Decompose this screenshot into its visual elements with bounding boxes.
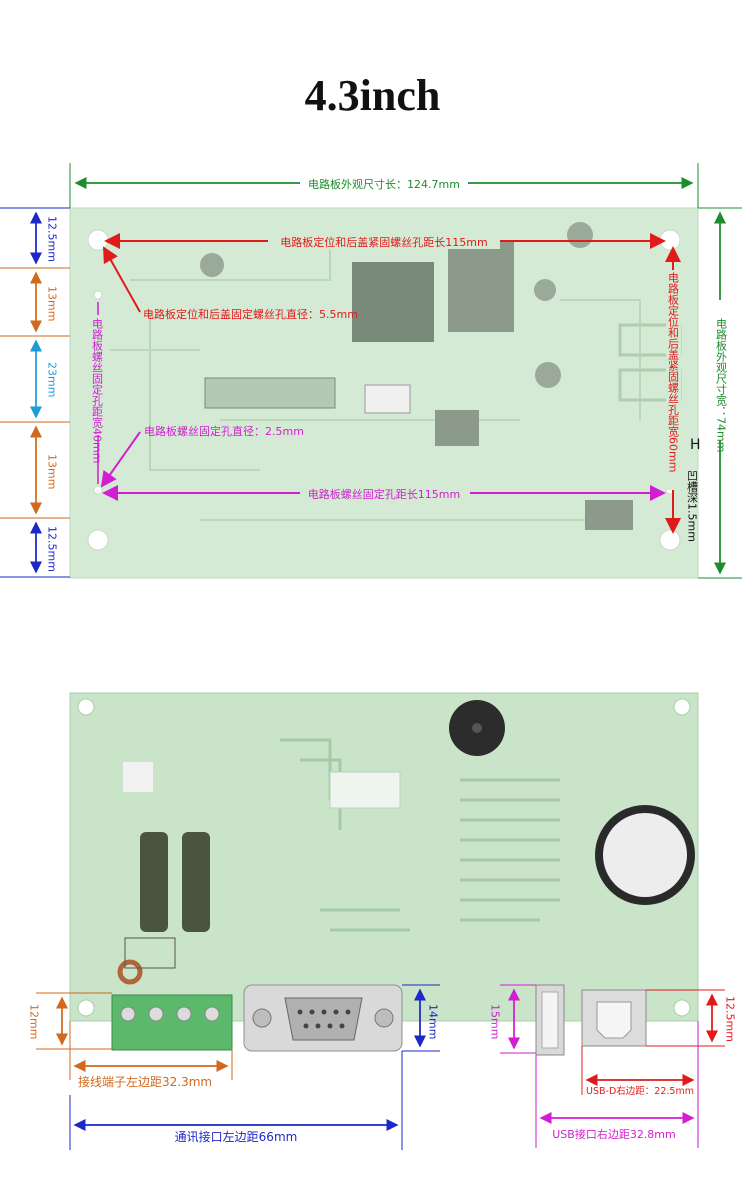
mount-hole-diameter-label: 电路板定位和后盖固定螺丝孔直径：5.5mm xyxy=(143,307,358,321)
usb-a-right-dimension: USB接口右边距32.8mm xyxy=(535,1021,699,1148)
screw-hole xyxy=(93,290,103,300)
mount-hole xyxy=(87,229,109,251)
screw-hole-pitch-width-dimension: 电路板螺丝固定孔距宽40mm xyxy=(90,302,106,484)
board-length-label: 电路板外观尺寸长：124.7mm xyxy=(308,177,460,191)
mount-hole-pitch-length-dimension: 电路板定位和后盖紧固螺丝孔距长115mm xyxy=(104,233,666,249)
label-sticker xyxy=(123,762,153,792)
usb-a-height-label: 15mm xyxy=(489,1004,502,1039)
page-title: 4.3inch xyxy=(304,71,441,120)
mount-hole-diameter-callout: 电路板定位和后盖固定螺丝孔直径：5.5mm xyxy=(103,246,358,321)
usb-a-height-dimension: 15mm xyxy=(489,984,536,1054)
chip-footprint xyxy=(329,771,401,809)
capacitor xyxy=(534,279,556,301)
ic-chip-small xyxy=(435,410,479,446)
terminal-left-dimension: 接线端子左边距32.3mm xyxy=(69,1021,233,1089)
screw-hole xyxy=(93,485,103,495)
board-hole xyxy=(77,698,95,716)
fpc-connector xyxy=(204,377,336,409)
mount-hole-pitch-width-label: 电路板定位和后盖紧固螺丝孔距宽60mm xyxy=(667,272,680,473)
screw-hole-pitch-length-dimension: 电路板螺丝固定孔距长115mm xyxy=(102,485,666,501)
bottom-board xyxy=(69,692,699,1022)
top-board xyxy=(69,207,699,579)
terminal-height-dimension: 12mm xyxy=(28,992,112,1050)
left-dim-2: 13mm xyxy=(46,286,59,321)
board-width-label: 电路板外观尺寸宽：74mm xyxy=(715,318,728,453)
connector xyxy=(364,384,411,414)
usb-a-connector xyxy=(535,984,565,1056)
capacitor xyxy=(200,253,224,277)
slot-callout: H 凹槽深1.5mm xyxy=(686,437,701,542)
usb-b-height-dimension: 12.5mm xyxy=(646,989,737,1047)
usb-b-right-dimension: USB-D右边距：22.5mm xyxy=(581,1046,695,1097)
db9-height-label: 14mm xyxy=(427,1004,440,1039)
board-length-dimension: 电路板外观尺寸长：124.7mm xyxy=(69,163,699,208)
regulator xyxy=(585,500,633,530)
left-dim-3: 23mm xyxy=(46,362,59,397)
electrolytic-capacitor xyxy=(182,832,210,932)
ic-chip xyxy=(448,242,514,332)
mcu-chip xyxy=(352,262,434,342)
mount-hole-pitch-length-label: 电路板定位和后盖紧固螺丝孔距长115mm xyxy=(280,235,487,249)
slot-mark: H xyxy=(690,437,701,453)
db9-left-label: 通讯接口左边距66mm xyxy=(175,1129,298,1144)
usb-a-right-label: USB接口右边距32.8mm xyxy=(552,1127,676,1141)
toroid-inductor xyxy=(117,959,143,985)
terminal-height-label: 12mm xyxy=(28,1004,41,1039)
terminal-left-label: 接线端子左边距32.3mm xyxy=(78,1074,212,1089)
terminal-block xyxy=(111,994,233,1051)
board-hole xyxy=(673,698,691,716)
left-dim-5: 12.5mm xyxy=(46,526,59,572)
screw-hole-pitch-length-label: 电路板螺丝固定孔距长115mm xyxy=(308,487,460,501)
slot-depth-label: 凹槽深1.5mm xyxy=(686,470,699,542)
usb-b-height-label: 12.5mm xyxy=(724,996,737,1042)
capacitor xyxy=(535,362,561,388)
electrolytic-capacitor xyxy=(140,832,168,932)
left-dim-4: 13mm xyxy=(46,454,59,489)
mount-hole xyxy=(659,529,681,551)
screw-hole-pitch-width-label: 电路板螺丝固定孔距宽40mm xyxy=(91,318,104,464)
left-dim-1: 12.5mm xyxy=(46,216,59,262)
usb-b-connector xyxy=(581,989,647,1047)
db9-height-dimension: 14mm xyxy=(402,984,440,1052)
mount-hole-pitch-width-dimension: 电路板定位和后盖紧固螺丝孔距宽60mm xyxy=(665,246,681,534)
board-width-dimension: 电路板外观尺寸宽：74mm xyxy=(698,207,742,579)
usb-b-right-label: USB-D右边距：22.5mm xyxy=(586,1085,694,1097)
left-dimension-stack: 12.5mm 13mm 23mm 13mm 12.5mm xyxy=(0,207,70,578)
mount-hole xyxy=(87,529,109,551)
capacitor xyxy=(567,222,593,248)
db9-connector xyxy=(243,984,403,1052)
screw-hole-diameter-label: 电路板螺丝固定孔直径：2.5mm xyxy=(144,424,304,438)
board-hole xyxy=(77,999,95,1017)
db9-left-dimension: 通讯接口左边距66mm xyxy=(69,1051,403,1150)
coin-battery xyxy=(603,813,687,897)
screw-hole-diameter-callout: 电路板螺丝固定孔直径：2.5mm xyxy=(100,424,304,488)
board-hole xyxy=(673,999,691,1017)
